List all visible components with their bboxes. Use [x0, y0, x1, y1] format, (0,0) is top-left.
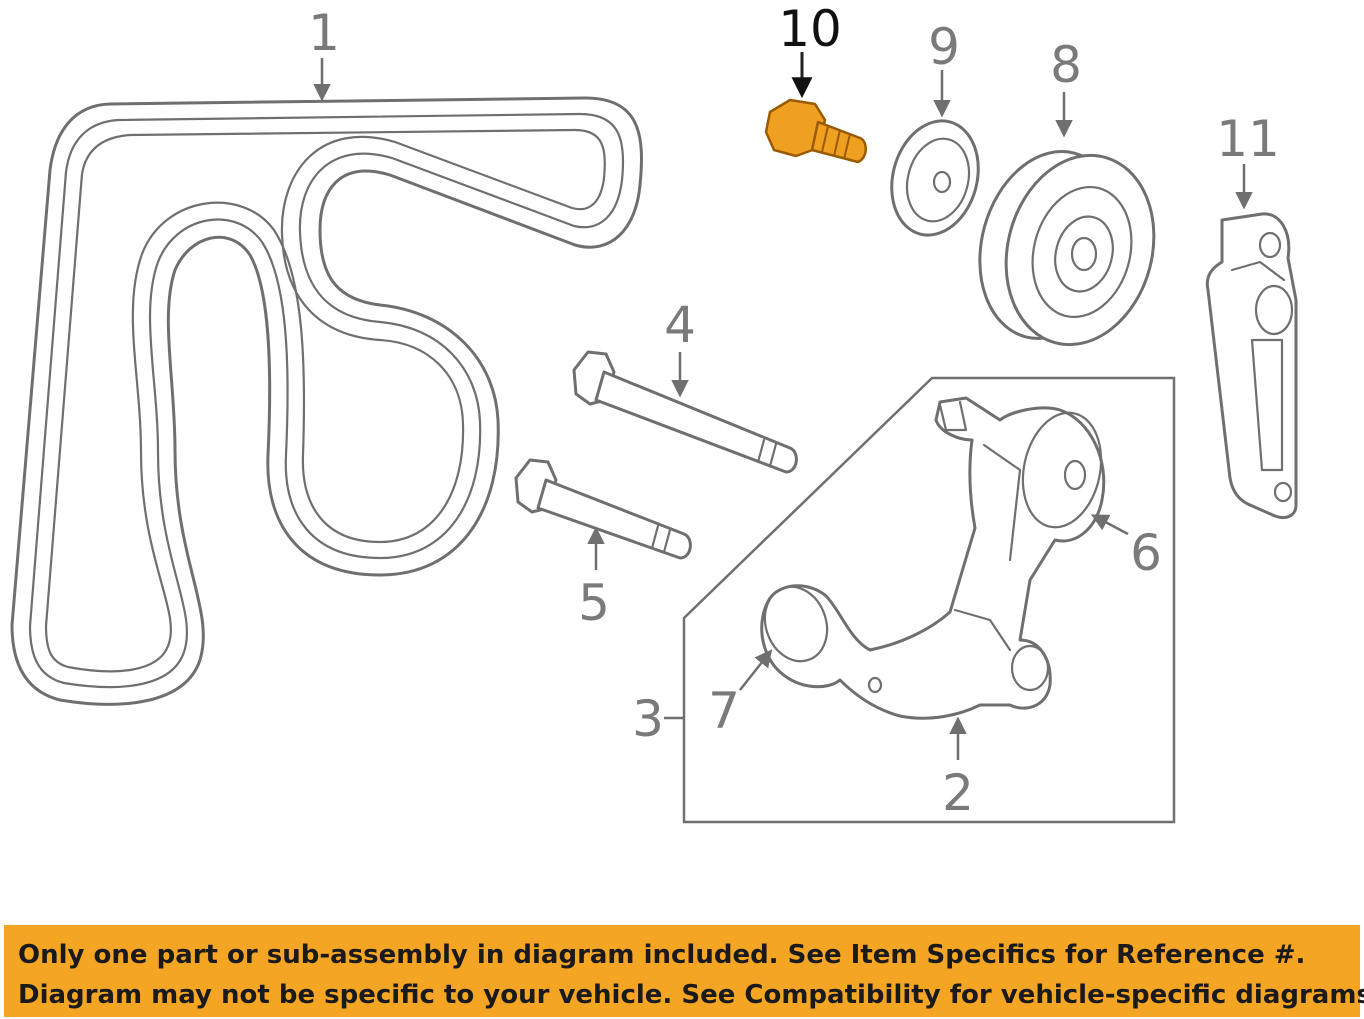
callout-9: 9: [928, 18, 960, 76]
parts-diagram: 1 10 9 8 11 4 5 6 7 3 2: [10, 0, 1298, 824]
callout-8: 8: [1050, 36, 1082, 94]
assembly-3-outline: [682, 376, 1176, 824]
part-11-bracket: [1205, 212, 1298, 520]
callout-3: 3: [632, 690, 664, 748]
callout-5: 5: [578, 574, 610, 632]
disclaimer-line-1: Only one part or sub-assembly in diagram…: [18, 940, 1306, 970]
part-2-tensioner: [760, 396, 1106, 720]
disclaimer-banner: Only one part or sub-assembly in diagram…: [4, 925, 1364, 1017]
callout-7: 7: [708, 682, 740, 740]
part-9-washer: [890, 119, 980, 237]
callout-2: 2: [942, 764, 974, 822]
part-5-bolt: [514, 458, 692, 560]
serpentine-belt: [10, 96, 643, 706]
part-10-bolt-highlighted: [764, 98, 867, 164]
callout-10: 10: [778, 0, 842, 58]
callout-1: 1: [308, 4, 340, 62]
callout-11: 11: [1216, 110, 1280, 168]
disclaimer-line-2: Diagram may not be specific to your vehi…: [18, 980, 1364, 1010]
callout-6: 6: [1130, 524, 1162, 582]
callout-4: 4: [664, 296, 696, 354]
part-4-bolt: [572, 350, 798, 474]
part-8-idler-pulley: [978, 150, 1156, 347]
